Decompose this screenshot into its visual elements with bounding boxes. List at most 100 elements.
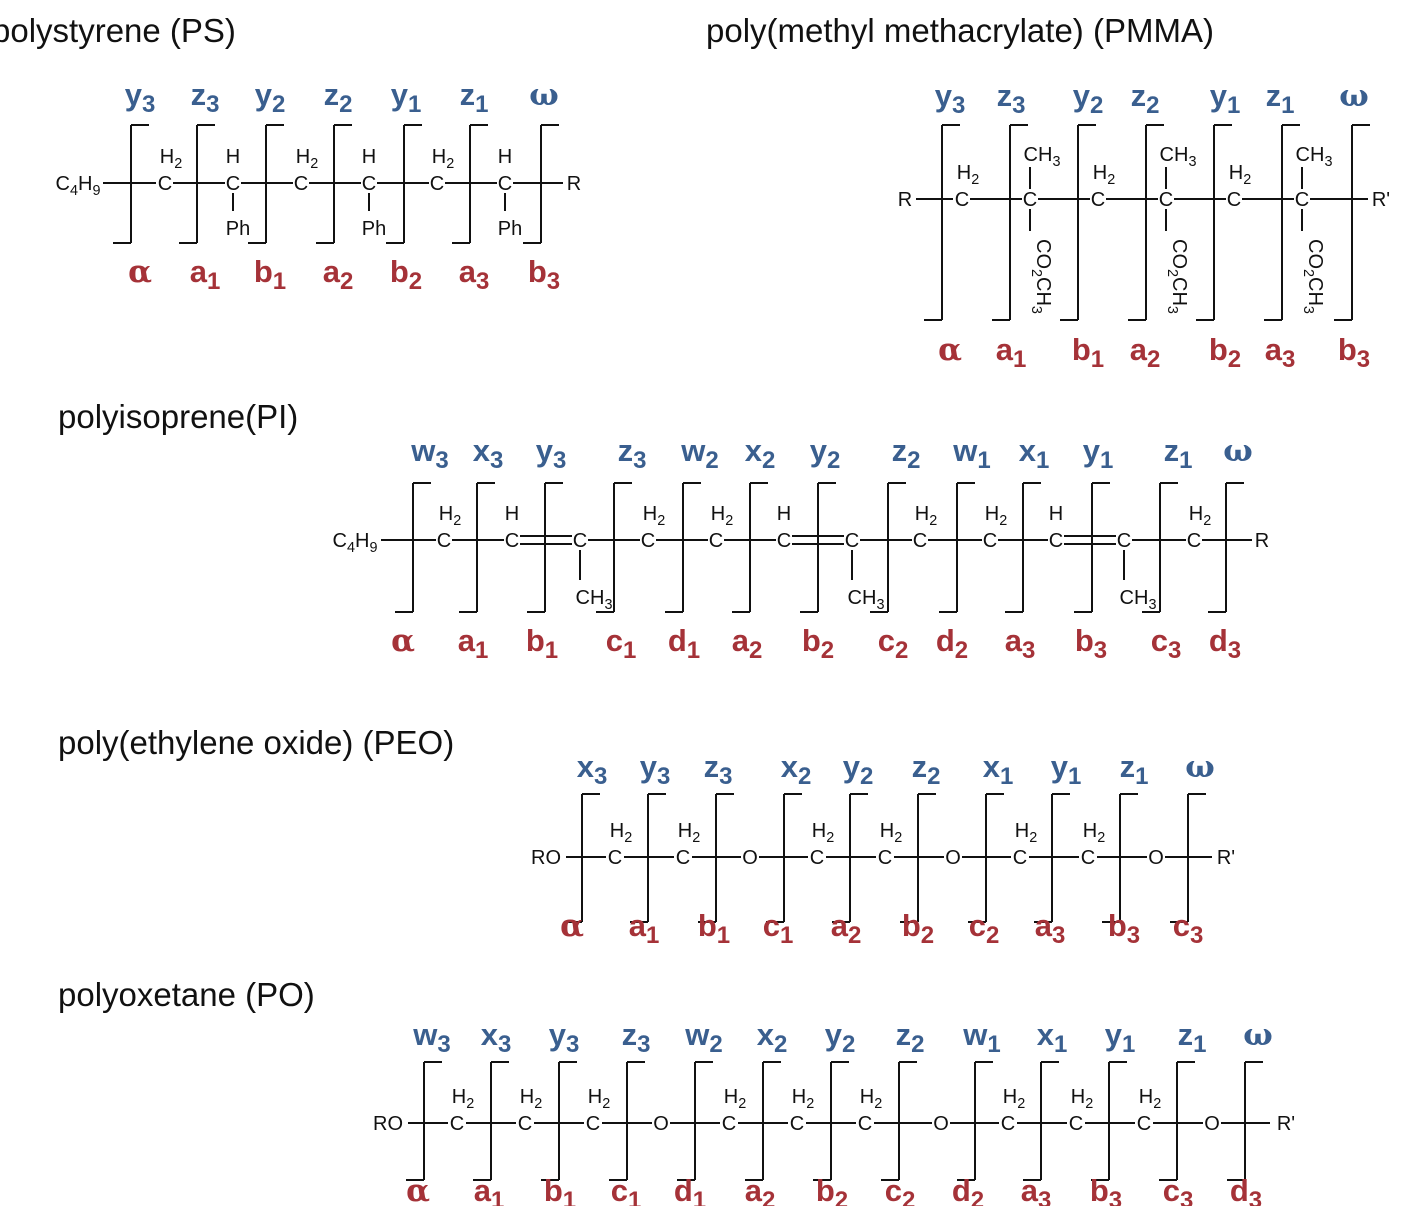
top-fragment-label: z3 [191, 77, 220, 118]
hydrogen-label: H2​ [678, 820, 700, 846]
hydrogen-label: H2​ [985, 503, 1007, 529]
carbon-atom: C [1091, 189, 1105, 211]
top-fragment-label: ω [1243, 1017, 1273, 1053]
top-fragment-label: z3 [704, 749, 733, 790]
top-fragment-label: y3 [935, 78, 966, 119]
end-group-left: RO [373, 1113, 403, 1135]
top-fragment-label: z2 [896, 1017, 925, 1058]
carbon-atom: C [158, 173, 172, 195]
bottom-fragment-label: c1 [611, 1173, 642, 1206]
top-fragment-label: w3 [410, 433, 448, 474]
top-fragment-label: w3 [412, 1017, 450, 1058]
hydrogen-label: H2​ [439, 503, 461, 529]
carbon-atom: C [1023, 189, 1037, 211]
top-fragment-label: x1 [1019, 433, 1050, 474]
top-fragment-label: z3 [997, 78, 1026, 119]
top-fragment-label: z1 [1178, 1017, 1207, 1058]
hydrogen-label: H2​ [880, 820, 902, 846]
top-fragment-label: y3 [536, 433, 567, 474]
top-fragment-label: w1 [962, 1017, 1000, 1058]
end-group-right: R [1255, 530, 1269, 552]
hydrogen-label: H2​ [1189, 503, 1211, 529]
top-fragment-label: ω [1339, 78, 1369, 114]
methyl-label: CH3​ [1120, 587, 1157, 613]
end-group-left: C4​H9​ [56, 173, 101, 199]
hydrogen-label: H [505, 503, 519, 525]
bottom-fragment-label: b3 [1075, 623, 1107, 664]
top-fragment-label: y2 [255, 77, 286, 118]
end-group-right: R' [1277, 1113, 1295, 1135]
carbon-atom: C [845, 530, 859, 552]
top-fragment-label: z1 [1120, 749, 1149, 790]
bottom-fragment-label: a3 [459, 254, 490, 295]
carbon-atom: C [608, 847, 622, 869]
carbon-atom: C [226, 173, 240, 195]
bottom-fragment-label: b1 [526, 623, 558, 664]
methyl-label: CH3​ [1024, 144, 1061, 170]
end-group-left: R [898, 189, 912, 211]
top-fragment-label: x3 [577, 749, 608, 790]
hydrogen-label: H [226, 146, 240, 168]
carbon-atom: C [983, 530, 997, 552]
bottom-fragment-label: a1 [996, 332, 1027, 373]
hydrogen-label: H [362, 146, 376, 168]
top-fragment-label: y3 [125, 77, 156, 118]
oxygen-atom: O [1148, 847, 1164, 869]
hydrogen-label: H2​ [160, 146, 182, 172]
carbon-atom: C [1013, 847, 1027, 869]
bottom-fragment-label: α [406, 1173, 430, 1206]
bottom-fragment-label: b1 [544, 1173, 576, 1206]
top-fragment-label: y1 [391, 77, 422, 118]
title-pmma: poly(methyl methacrylate) (PMMA) [706, 12, 1214, 49]
carbon-atom: C [1049, 530, 1063, 552]
end-group-right: R' [1372, 189, 1390, 211]
bottom-fragment-label: d3 [1209, 623, 1241, 664]
carbon-atom: C [1117, 530, 1131, 552]
bottom-fragment-label: a2 [745, 1173, 776, 1206]
bottom-fragment-label: a3 [1035, 908, 1066, 949]
hydrogen-label: H2​ [452, 1086, 474, 1112]
methyl-label: CH3​ [848, 587, 885, 613]
carbon-atom: C [641, 530, 655, 552]
hydrogen-label: H2​ [588, 1086, 610, 1112]
top-fragment-label: y1 [1105, 1017, 1136, 1058]
top-fragment-label: y2 [843, 749, 874, 790]
top-fragment-label: x1 [1037, 1017, 1068, 1058]
title-peo: poly(ethylene oxide) (PEO) [58, 724, 455, 761]
oxygen-atom: O [653, 1113, 669, 1135]
oxygen-atom: O [933, 1113, 949, 1135]
end-group-left: RO [531, 847, 561, 869]
bottom-fragment-label: d2 [936, 623, 968, 664]
bottom-fragment-label: d2 [952, 1173, 984, 1206]
bottom-fragment-label: b3 [528, 254, 560, 295]
hydrogen-label: H2​ [1229, 162, 1251, 188]
bottom-fragment-label: a3 [1021, 1173, 1052, 1206]
bottom-fragment-label: b2 [902, 908, 934, 949]
bottom-fragment-label: α [128, 254, 152, 290]
methyl-label: CH3​ [1160, 144, 1197, 170]
top-fragment-label: y2 [1073, 78, 1104, 119]
top-fragment-label: y1 [1051, 749, 1082, 790]
carbon-atom: C [790, 1113, 804, 1135]
top-fragment-label: z3 [618, 433, 647, 474]
hydrogen-label: H [1049, 503, 1063, 525]
carbon-atom: C [1227, 189, 1241, 211]
hydrogen-label: H2​ [432, 146, 454, 172]
carbon-atom: C [955, 189, 969, 211]
carbon-atom: C [430, 173, 444, 195]
bottom-fragment-label: a2 [732, 623, 763, 664]
title-po: polyoxetane (PO) [58, 976, 315, 1013]
top-fragment-label: x2 [757, 1017, 788, 1058]
carbon-atom: C [1001, 1113, 1015, 1135]
carbon-atom: C [1187, 530, 1201, 552]
hydrogen-label: H2​ [724, 1086, 746, 1112]
carbon-atom: C [810, 847, 824, 869]
top-fragment-label: y1 [1083, 433, 1114, 474]
top-fragment-label: x1 [983, 749, 1014, 790]
hydrogen-label: H2​ [643, 503, 665, 529]
bottom-fragment-label: a1 [474, 1173, 505, 1206]
bottom-fragment-label: α [938, 332, 962, 368]
carbon-atom: C [586, 1113, 600, 1135]
ester-label: CO2​CH3​ [1028, 239, 1054, 314]
